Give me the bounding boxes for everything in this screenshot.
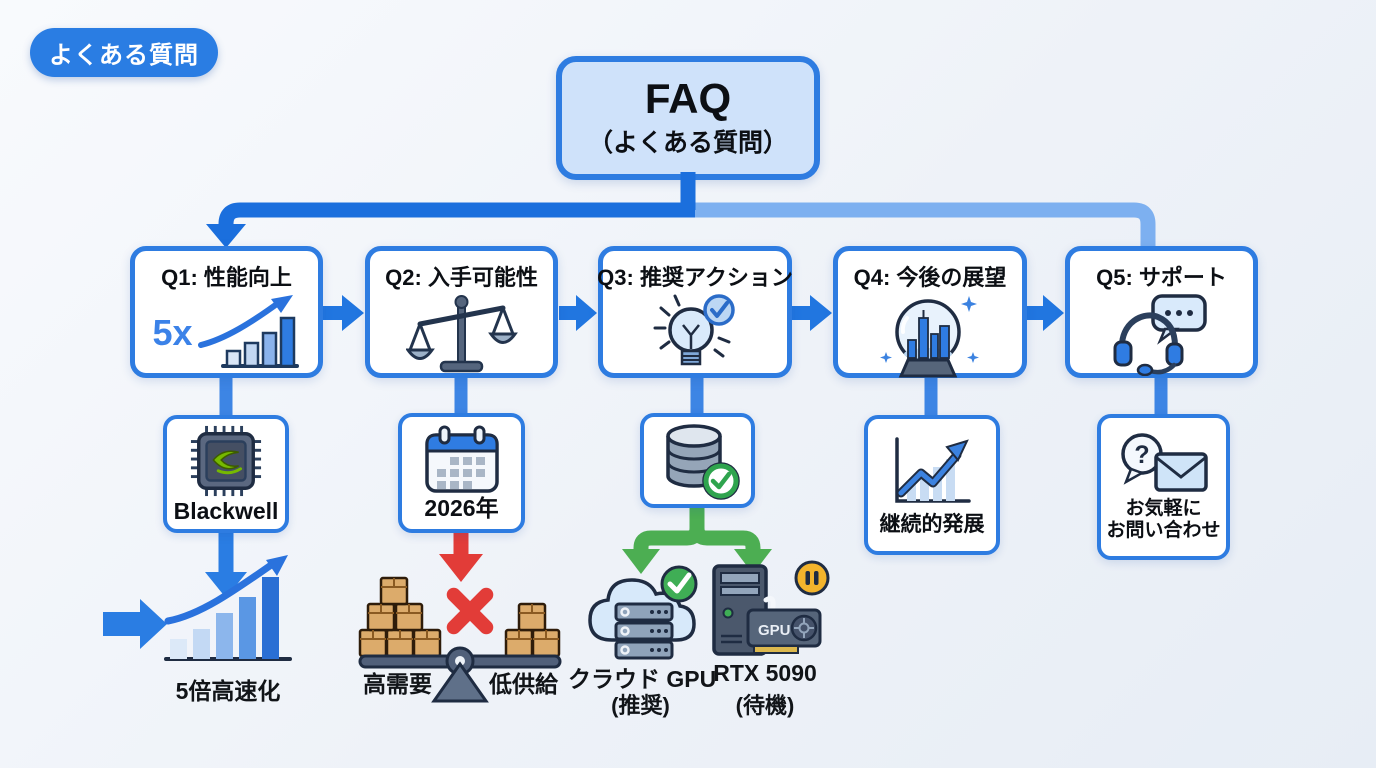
balance-scale-icon [405, 292, 518, 376]
pause-badge-icon [794, 560, 830, 596]
cardboard-boxes-high-demand [358, 576, 442, 658]
high-demand-label: 高需要 [363, 671, 432, 697]
seesaw-boxes-x-icon [358, 576, 562, 703]
q4-label: Q4: 今後の展望 [853, 265, 1007, 290]
node-blackwell: Blackwell [163, 415, 289, 533]
connector-root-to-q1 [206, 172, 696, 248]
line-chart-up-icon [895, 437, 971, 503]
node-growth: 継続的発展 [864, 415, 1000, 555]
q5-label: Q5: サポート [1096, 265, 1227, 290]
year-label: 2026年 [424, 494, 499, 521]
speedup-label: 5倍高速化 [175, 678, 281, 704]
rtx-note: (待機) [735, 693, 795, 718]
faq-root-node: FAQ （よくある質問） [556, 56, 820, 180]
check-badge-icon [660, 565, 698, 603]
crystal-ball-icon [874, 292, 986, 380]
node-q4: Q4: 今後の展望 [833, 246, 1027, 378]
growth-bars-arrow-glyph [197, 294, 299, 368]
contact-label-line1: お気軽に [1125, 498, 1202, 520]
cloud-gpu-label: クラウド GPU [568, 666, 717, 692]
page-title-badge: よくある質問 [30, 28, 218, 77]
arrow-q1-q2 [323, 295, 364, 331]
gpu-chip-icon [190, 425, 262, 496]
q1-multiplier: 5x [152, 311, 193, 353]
gpu-card: GPU [746, 608, 822, 654]
ascending-bars-arrow-icon [164, 555, 292, 661]
gpu-card-text: GPU [758, 622, 791, 639]
seesaw-base [431, 661, 489, 703]
arrow-q2-q3 [559, 295, 597, 331]
faq-subtitle: （よくある質問） [587, 129, 788, 158]
pc-tower-gpu-pause-icon: GPU [712, 560, 830, 656]
node-year-2026: 2026年 [398, 413, 525, 533]
arrow-right-speedup [103, 599, 167, 649]
lightbulb-check-glyph [653, 294, 735, 366]
balance-scale-glyph [405, 295, 518, 373]
server-stack [614, 602, 674, 660]
svg-text:?: ? [1134, 441, 1149, 469]
arrowhead-down-q1 [206, 224, 246, 248]
headset-chat-icon [1107, 292, 1217, 376]
node-q5: Q5: サポート [1065, 246, 1258, 378]
cloud-gpu-note: (推奨) [611, 693, 670, 718]
growth-label: 継続的発展 [879, 512, 985, 536]
node-contact: ? お気軽に お問い合わせ [1097, 414, 1230, 560]
q1-label: Q1: 性能向上 [161, 265, 292, 290]
question-envelope-icon: ? [1120, 433, 1208, 492]
node-database [640, 413, 755, 508]
node-q1: Q1: 性能向上 5x [130, 246, 323, 378]
bar-growth-5x-icon: 5x [152, 292, 300, 373]
contact-label-line2: お問い合わせ [1106, 520, 1221, 541]
envelope-icon [1153, 452, 1208, 492]
node-q2: Q2: 入手可能性 [365, 246, 558, 378]
arrow-q4-q5 [1026, 295, 1064, 331]
node-q3: Q3: 推奨アクション [597, 246, 793, 378]
blackwell-label: Blackwell [173, 497, 279, 524]
connector-green-split [622, 505, 772, 574]
rtx-label: RTX 5090 [713, 660, 817, 686]
database-check-icon [665, 423, 740, 500]
lightbulb-check-icon [639, 292, 751, 376]
connector-q-children [219, 378, 1168, 418]
red-x-icon [446, 587, 494, 635]
connector-root-to-q5 [688, 202, 1156, 248]
arrow-blackwell-down [205, 530, 247, 598]
q2-label: Q2: 入手可能性 [385, 265, 538, 290]
q3-label: Q3: 推奨アクション [597, 265, 793, 290]
arrow-q3-q4 [791, 295, 832, 331]
gpu-fan-icon [790, 614, 818, 642]
faq-title: FAQ [644, 74, 732, 122]
crystal-ball-glyph [880, 296, 979, 378]
low-supply-label: 低供給 [489, 671, 558, 697]
headset-chat-glyph [1113, 294, 1207, 376]
calendar-icon [424, 425, 499, 493]
cloud-server-check-icon [588, 565, 698, 660]
